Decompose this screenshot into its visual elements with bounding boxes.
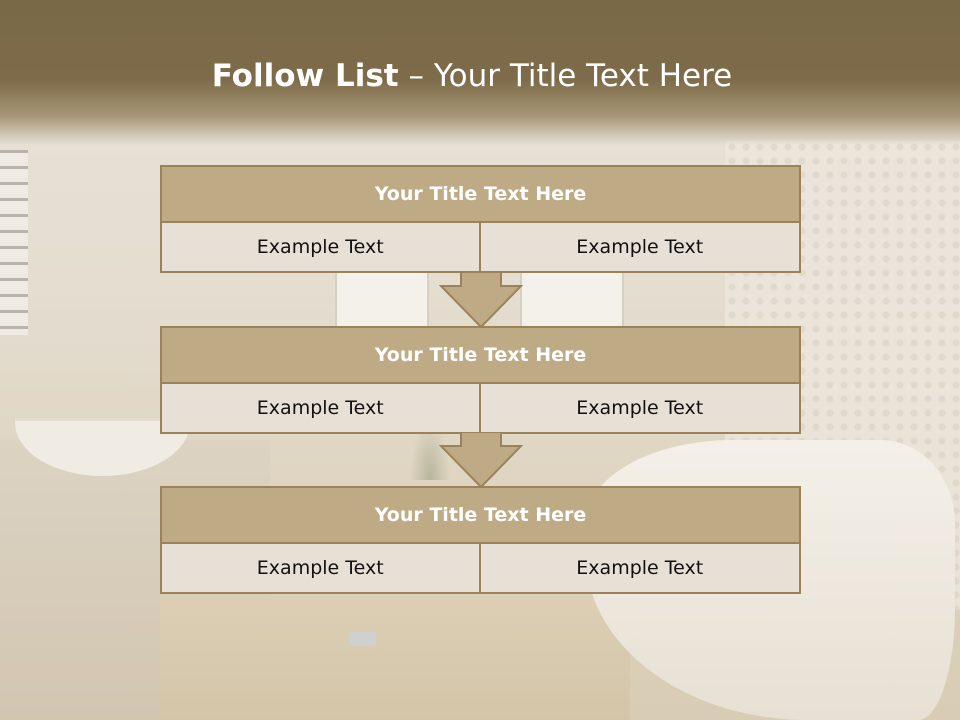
title-bar <box>0 0 960 145</box>
floor <box>160 595 630 720</box>
block-title: Your Title Text Here <box>160 486 801 544</box>
list-block-3: Your Title Text Here Example Text Exampl… <box>160 486 801 594</box>
floor-drain <box>350 632 376 646</box>
window <box>335 270 429 334</box>
page-title-bold: Follow List <box>211 58 399 94</box>
page-title: Follow List – Your Title Text Here <box>0 56 944 96</box>
block-row: Example Text Example Text <box>160 384 801 434</box>
block-row: Example Text Example Text <box>160 223 801 273</box>
block-cell-left: Example Text <box>160 384 481 434</box>
block-cell-right: Example Text <box>480 384 801 434</box>
block-row: Example Text Example Text <box>160 544 801 594</box>
block-cell-right: Example Text <box>480 223 801 273</box>
block-title: Your Title Text Here <box>160 326 801 384</box>
block-title: Your Title Text Here <box>160 165 801 223</box>
block-cell-right: Example Text <box>480 544 801 594</box>
page-title-rest: – Your Title Text Here <box>398 58 733 94</box>
window-shutter <box>0 150 28 335</box>
down-arrow-icon <box>439 272 523 329</box>
list-block-1: Your Title Text Here Example Text Exampl… <box>160 165 801 273</box>
window <box>520 270 624 334</box>
block-cell-left: Example Text <box>160 223 481 273</box>
down-arrow-icon <box>439 432 523 489</box>
list-block-2: Your Title Text Here Example Text Exampl… <box>160 326 801 434</box>
block-cell-left: Example Text <box>160 544 481 594</box>
